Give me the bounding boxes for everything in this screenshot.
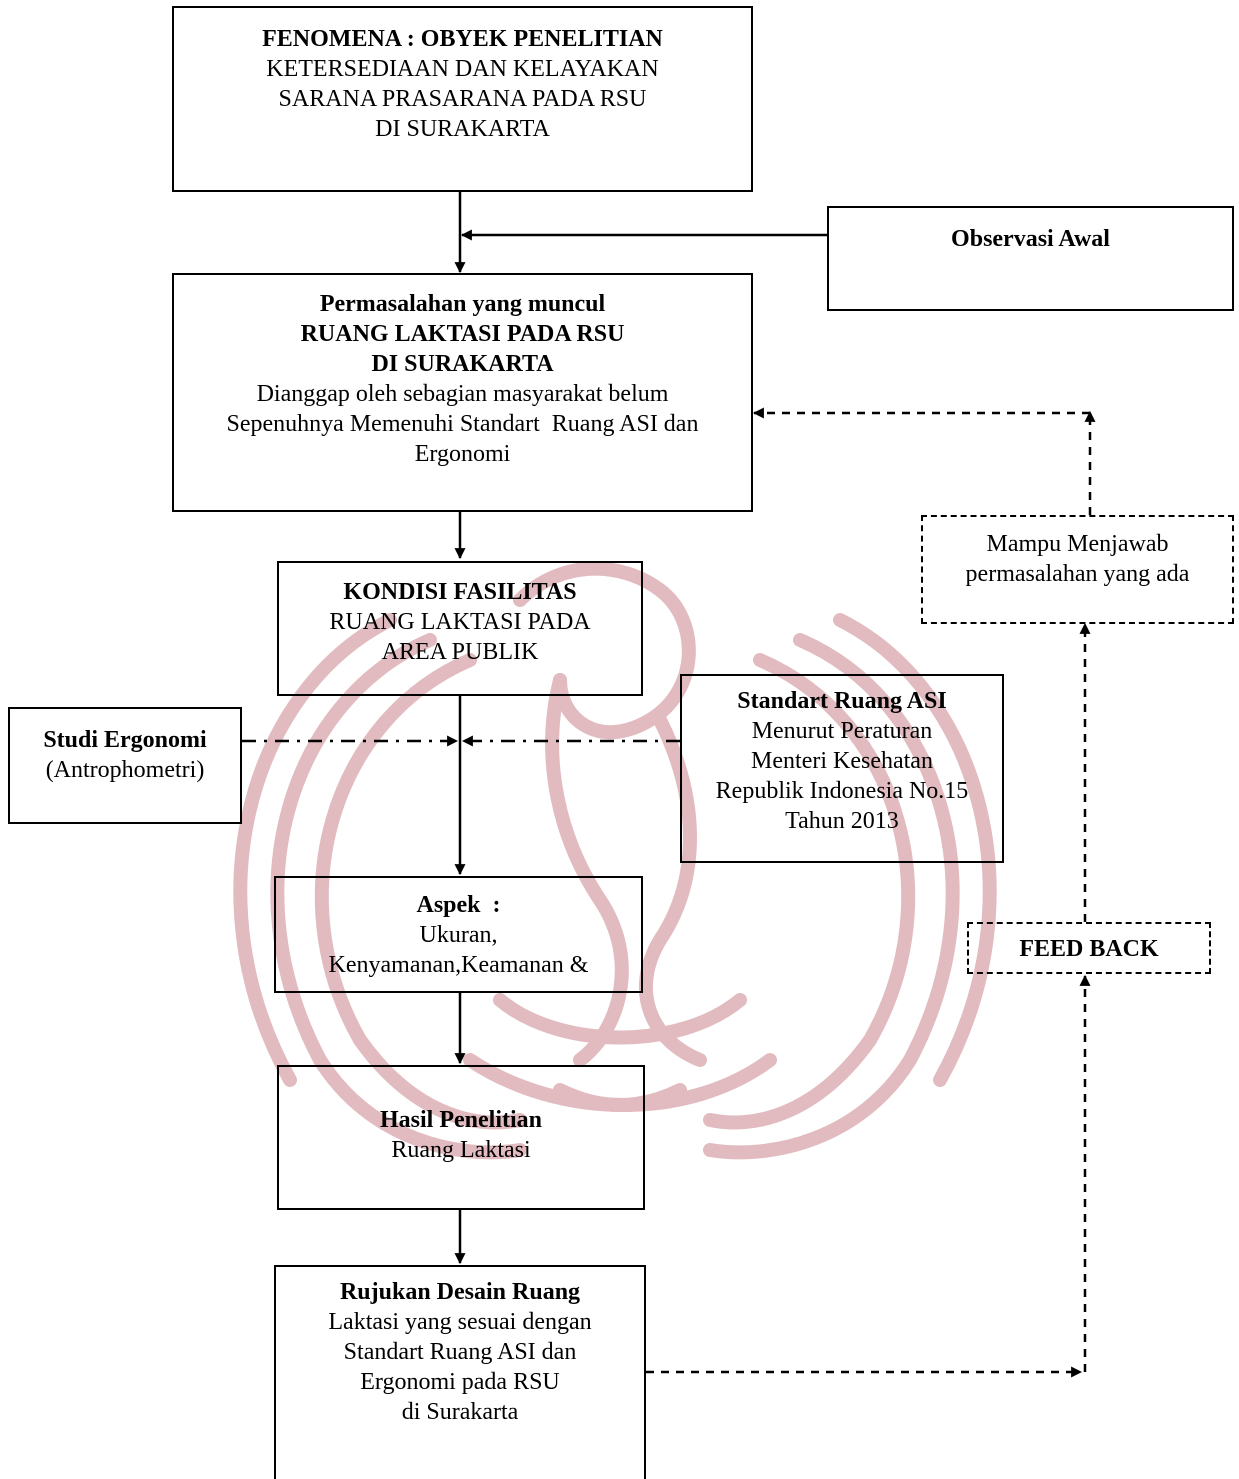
kondisi-line-2: AREA PUBLIK	[381, 639, 539, 665]
rujukan-line-4: di Surakarta	[401, 1399, 519, 1425]
aspek-title: Aspek :	[416, 892, 501, 918]
standart-line-1: Menurut Peraturan	[751, 718, 933, 744]
feedback-title: FEED BACK	[1019, 936, 1159, 962]
rujukan-line-3: Ergonomi pada RSU	[360, 1369, 560, 1395]
permasalahan-line-1: Dianggap oleh sebagian masyarakat belum	[256, 381, 669, 407]
studi-line-1: (Antrophometri)	[45, 757, 205, 783]
fenomena-title: FENOMENA : OBYEK PENELITIAN	[262, 26, 663, 52]
rujukan-line-1: Laktasi yang sesuai dengan	[328, 1309, 592, 1335]
permasalahan-title-3: DI SURAKARTA	[371, 351, 554, 377]
fenomena-line-3: DI SURAKARTA	[375, 116, 550, 142]
permasalahan-title-2: RUANG LAKTASI PADA RSU	[300, 321, 625, 347]
standart-box: Standart Ruang ASI Menurut Peraturan Men…	[680, 674, 1004, 863]
hasil-title: Hasil Penelitian	[380, 1107, 542, 1133]
hasil-box: Hasil Penelitian Ruang Laktasi	[277, 1065, 645, 1210]
rujukan-line-2: Standart Ruang ASI dan	[343, 1339, 577, 1365]
studi-box: Studi Ergonomi (Antrophometri)	[8, 707, 242, 824]
permasalahan-line-3: Ergonomi	[414, 441, 511, 467]
kondisi-box: KONDISI FASILITAS RUANG LAKTASI PADA ARE…	[277, 561, 643, 696]
hasil-line-1: Ruang Laktasi	[391, 1137, 531, 1163]
fenomena-box: FENOMENA : OBYEK PENELITIAN KETERSEDIAAN…	[172, 6, 753, 192]
standart-line-3: Republik Indonesia No.15	[715, 778, 969, 804]
aspek-line-2: Kenyamanan,Keamanan &	[328, 952, 589, 978]
standart-title: Standart Ruang ASI	[737, 688, 947, 714]
observasi-title: Observasi Awal	[951, 226, 1110, 252]
fenomena-line-2: SARANA PRASARANA PADA RSU	[278, 86, 647, 112]
rujukan-box: Rujukan Desain Ruang Laktasi yang sesuai…	[274, 1265, 646, 1479]
standart-line-4: Tahun 2013	[785, 808, 899, 834]
standart-line-2: Menteri Kesehatan	[751, 748, 933, 774]
permasalahan-box: Permasalahan yang muncul RUANG LAKTASI P…	[172, 273, 753, 512]
permasalahan-line-2: Sepenuhnya Memenuhi Standart Ruang ASI d…	[226, 411, 699, 437]
observasi-box: Observasi Awal	[827, 206, 1234, 311]
mampu-line-2: permasalahan yang ada	[965, 561, 1190, 587]
kondisi-title: KONDISI FASILITAS	[343, 579, 577, 605]
kondisi-line-1: RUANG LAKTASI PADA	[329, 609, 591, 635]
aspek-box: Aspek : Ukuran, Kenyamanan,Keamanan &	[274, 876, 643, 993]
rujukan-title: Rujukan Desain Ruang	[339, 1279, 581, 1305]
aspek-line-1: Ukuran,	[419, 922, 498, 948]
feedback-box: FEED BACK	[967, 922, 1211, 974]
studi-title: Studi Ergonomi	[43, 727, 207, 753]
mampu-line-1: Mampu Menjawab	[986, 531, 1169, 557]
mampu-box: Mampu Menjawab permasalahan yang ada	[921, 515, 1234, 624]
permasalahan-title-1: Permasalahan yang muncul	[319, 291, 606, 317]
fenomena-line-1: KETERSEDIAAN DAN KELAYAKAN	[266, 56, 659, 82]
